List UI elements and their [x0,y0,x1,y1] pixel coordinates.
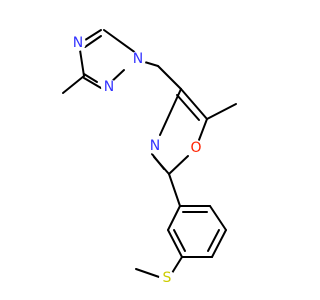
bond [83,73,98,83]
molecule-structure: N N N N O S [62,29,237,286]
bond [151,153,165,170]
bond [167,205,181,231]
atom-label: N [104,79,114,95]
atom-oxazole-n: N [147,138,163,154]
bond [159,88,182,136]
bond [157,65,182,90]
atom-sulfur: S [159,270,175,286]
bond [173,229,186,252]
atom-label: N [73,35,83,51]
atom-label: S [163,270,172,286]
bond [198,118,208,141]
bond [135,268,163,279]
bond [180,88,208,120]
bond [168,155,189,175]
atom-triazole-n1: N [130,51,146,67]
bond [84,35,102,48]
molecule-canvas: N N N N O S [62,29,237,286]
bond [176,94,200,121]
bonds [62,29,237,279]
atom-triazole-n4: N [70,35,86,51]
atom-triazole-n2: N [101,79,117,95]
atom-labels: N N N N O S [70,35,204,286]
bond [207,229,220,252]
bond [211,229,227,258]
bond [79,49,85,77]
bond [171,256,183,274]
bond [206,103,237,120]
bond [167,229,183,258]
bond [209,205,227,231]
bond [103,29,141,57]
bond [168,173,181,207]
atom-label: N [133,51,143,67]
bond [62,75,85,94]
bond [83,77,102,89]
atom-oxazole-o: O [188,140,204,156]
atom-label: O [190,140,201,156]
atom-label: N [150,138,160,154]
